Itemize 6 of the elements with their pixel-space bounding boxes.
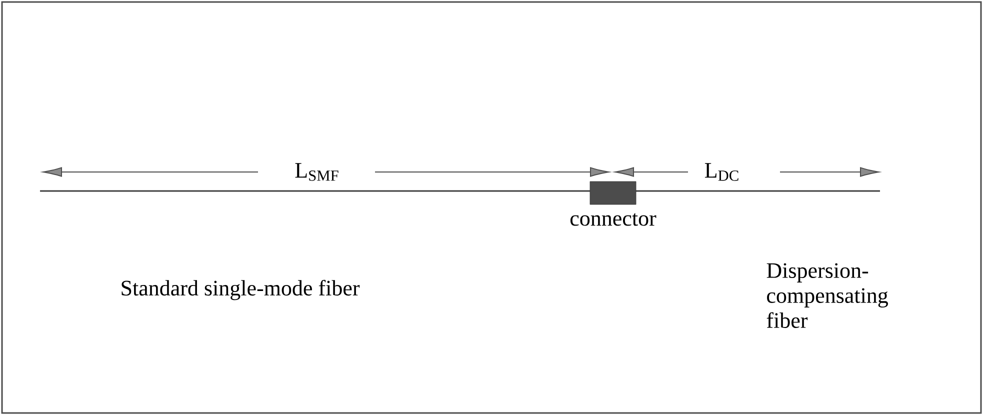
fiber-label: Standard single-mode fiber <box>119 278 361 302</box>
dimension-label: L$_{SMF}$ <box>294 162 340 182</box>
fiber-label: Dispersion- compensating fiber <box>765 262 888 329</box>
node-label: connector <box>570 213 656 226</box>
dimension-label: L$_{DC}$ <box>703 162 741 182</box>
connector-box: connector <box>570 181 656 226</box>
